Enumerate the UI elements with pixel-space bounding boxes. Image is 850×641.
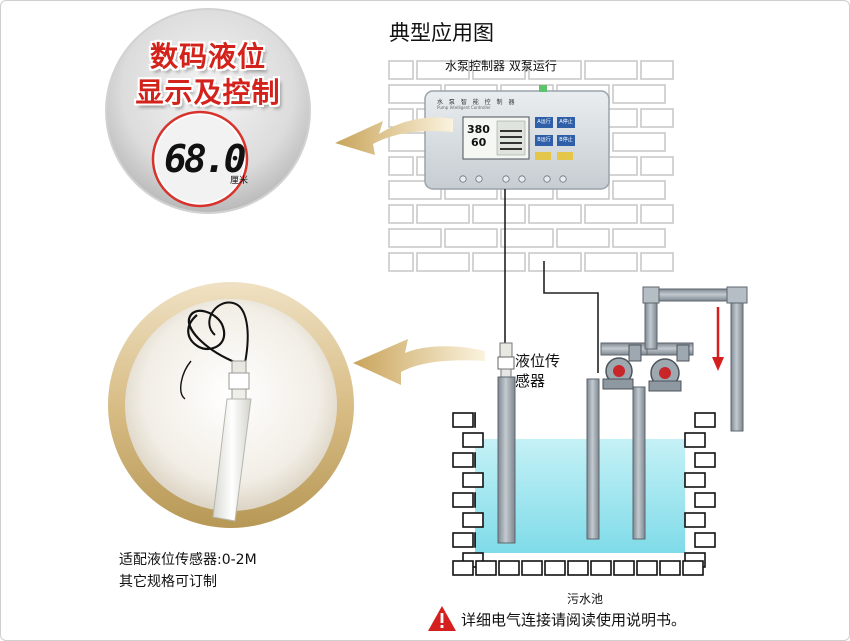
controller-panel: 380 60 xyxy=(424,85,610,190)
pool-label: 污水池 xyxy=(567,592,604,606)
sewage-tank xyxy=(452,412,716,576)
warning-note: 详细电气连接请阅读使用说明书。 xyxy=(429,604,686,634)
diagram-title: 典型应用图 xyxy=(389,21,494,45)
panel-button-b-run: B运行 xyxy=(537,137,551,143)
panel-button-a-stop: A停止 xyxy=(559,119,573,125)
pump-cable xyxy=(543,261,599,373)
pump-b xyxy=(648,344,690,392)
display-reading: 68.0 xyxy=(164,137,246,181)
display-unit: 厘米 xyxy=(230,176,249,186)
panel-title: 水 泵 智 能 控 制 器 xyxy=(437,99,517,106)
sensor-callout xyxy=(108,282,354,528)
panel-button-b-stop: B停止 xyxy=(559,137,573,143)
lcd-value-1: 380 xyxy=(467,123,490,136)
callout-arrow-icon xyxy=(335,117,453,155)
sensor-label: 液位传感器 xyxy=(515,352,561,390)
display-title-line1: 数码液位 xyxy=(149,40,266,73)
pump-a xyxy=(602,344,642,390)
sensor-probe xyxy=(497,342,516,544)
display-callout-title: 数码液位 显示及控制 xyxy=(113,39,303,111)
warning-text: 详细电气连接请阅读使用说明书。 xyxy=(461,610,687,629)
sensor-spec-line1: 适配液位传感器:0-2M xyxy=(119,552,257,568)
panel-button-a-run: A运行 xyxy=(537,119,551,125)
controller-caption: 水泵控制器 双泵运行 xyxy=(445,59,557,73)
callout-arrow-icon-2 xyxy=(353,339,485,385)
lcd-value-2: 60 xyxy=(471,136,487,149)
display-callout xyxy=(105,8,311,214)
panel-subtitle: Pump Intelligent Controller xyxy=(437,105,491,110)
warning-triangle-icon xyxy=(428,606,456,631)
sensor-spec-line2: 其它规格可订制 xyxy=(119,574,217,590)
sensor-spec: 适配液位传感器:0-2M 其它规格可订制 xyxy=(119,549,257,593)
display-title-line2: 显示及控制 xyxy=(135,76,281,109)
flow-arrow-icon xyxy=(712,307,724,371)
